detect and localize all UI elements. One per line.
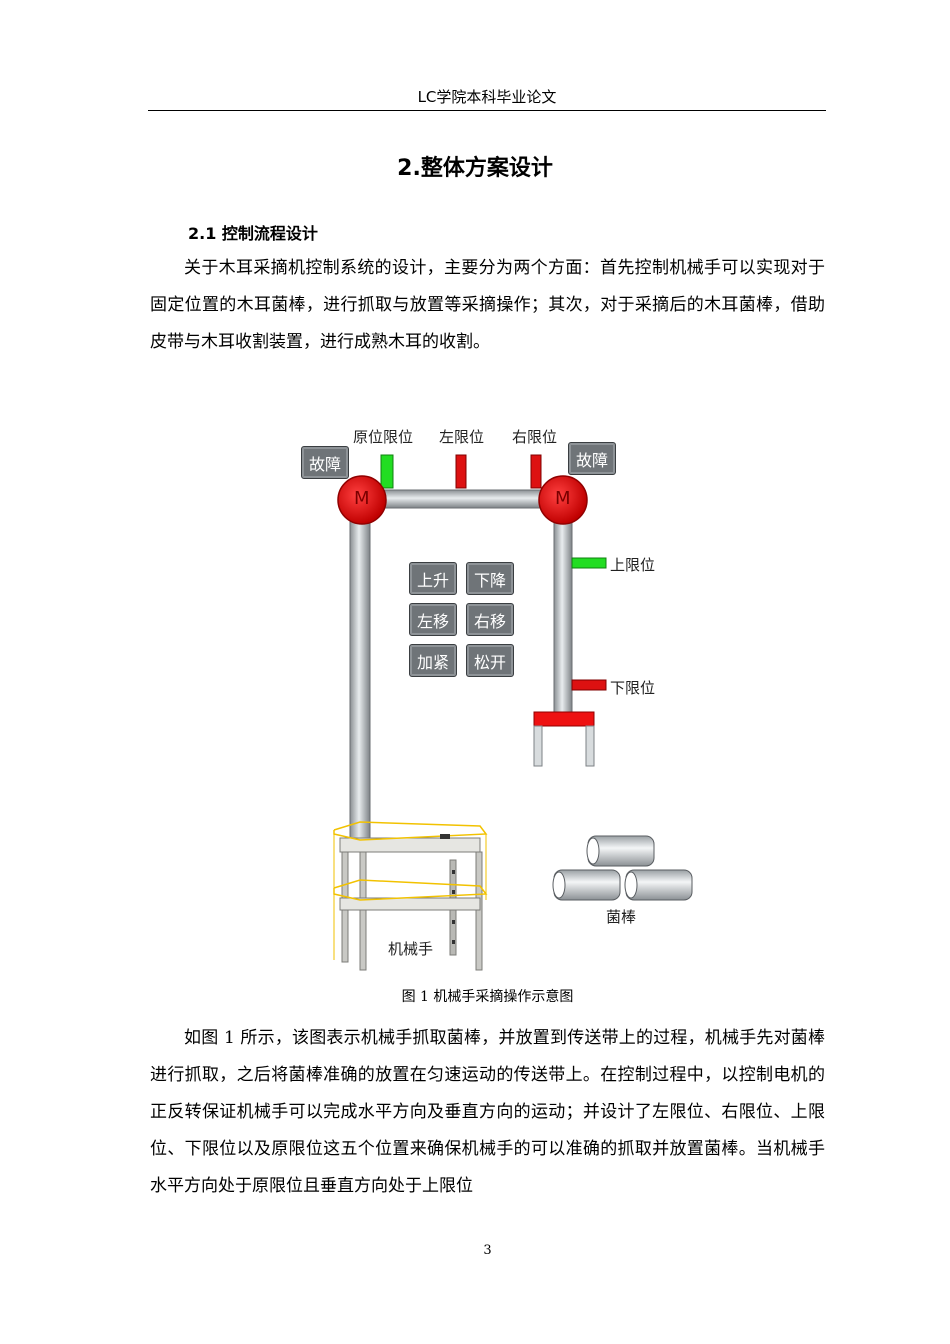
right-pipe — [553, 499, 573, 716]
up-button[interactable]: 上升 — [409, 562, 457, 595]
robot-base — [333, 821, 488, 971]
section-title: 2.1 控制流程设计 — [188, 224, 318, 243]
lower-limit-indicator — [571, 679, 607, 691]
motor-right — [538, 475, 588, 525]
page-header: LC学院本科毕业论文 — [417, 88, 557, 106]
log-label: 菌棒 — [606, 908, 637, 926]
move-right-button[interactable]: 右移 — [466, 603, 514, 636]
home-limit-label: 原位限位 — [353, 428, 414, 446]
move-left-button[interactable]: 左移 — [409, 603, 457, 636]
right-limit-label: 右限位 — [512, 428, 558, 446]
gripper-head — [533, 711, 595, 727]
motor-left-label: M — [354, 488, 370, 509]
fault-left-button[interactable]: 故障 — [301, 446, 349, 479]
robot-arm-label: 机械手 — [388, 940, 434, 958]
home-limit-indicator — [380, 454, 394, 489]
left-limit-indicator — [455, 454, 467, 489]
left-limit-label: 左限位 — [439, 428, 485, 446]
upper-limit-label: 上限位 — [610, 556, 656, 574]
mushroom-logs — [552, 835, 693, 901]
header-rule — [148, 110, 826, 111]
down-button[interactable]: 下降 — [466, 562, 514, 595]
figure-graphic — [333, 454, 693, 971]
page-number: 3 — [483, 1243, 492, 1258]
lower-limit-label: 下限位 — [610, 679, 656, 697]
clamp-button[interactable]: 加紧 — [409, 644, 457, 677]
figure-caption: 图 1 机械手采摘操作示意图 — [401, 989, 574, 1005]
gripper-finger-right — [585, 725, 595, 767]
robot-arm-figure: M M 原位限位 左限位 右限位 上限位 下限位 故障 故障 上升 下降 左移 … — [290, 420, 710, 980]
motor-right-label: M — [555, 488, 571, 509]
release-button[interactable]: 松开 — [466, 644, 514, 677]
gripper-finger-left — [533, 725, 543, 767]
chapter-title: 2.整体方案设计 — [397, 156, 553, 181]
fault-right-button[interactable]: 故障 — [568, 442, 616, 475]
top-beam — [361, 489, 563, 509]
motor-left — [337, 475, 387, 525]
upper-limit-indicator — [571, 557, 607, 569]
right-limit-indicator — [530, 454, 542, 489]
paragraph-1: 关于木耳采摘机控制系统的设计，主要分为两个方面：首先控制机械手可以实现对于固定位… — [150, 258, 825, 352]
paragraph-2: 如图 1 所示，该图表示机械手抓取菌棒，并放置到传送带上的过程，机械手先对菌棒进… — [150, 1028, 825, 1196]
left-pipe — [349, 499, 371, 841]
